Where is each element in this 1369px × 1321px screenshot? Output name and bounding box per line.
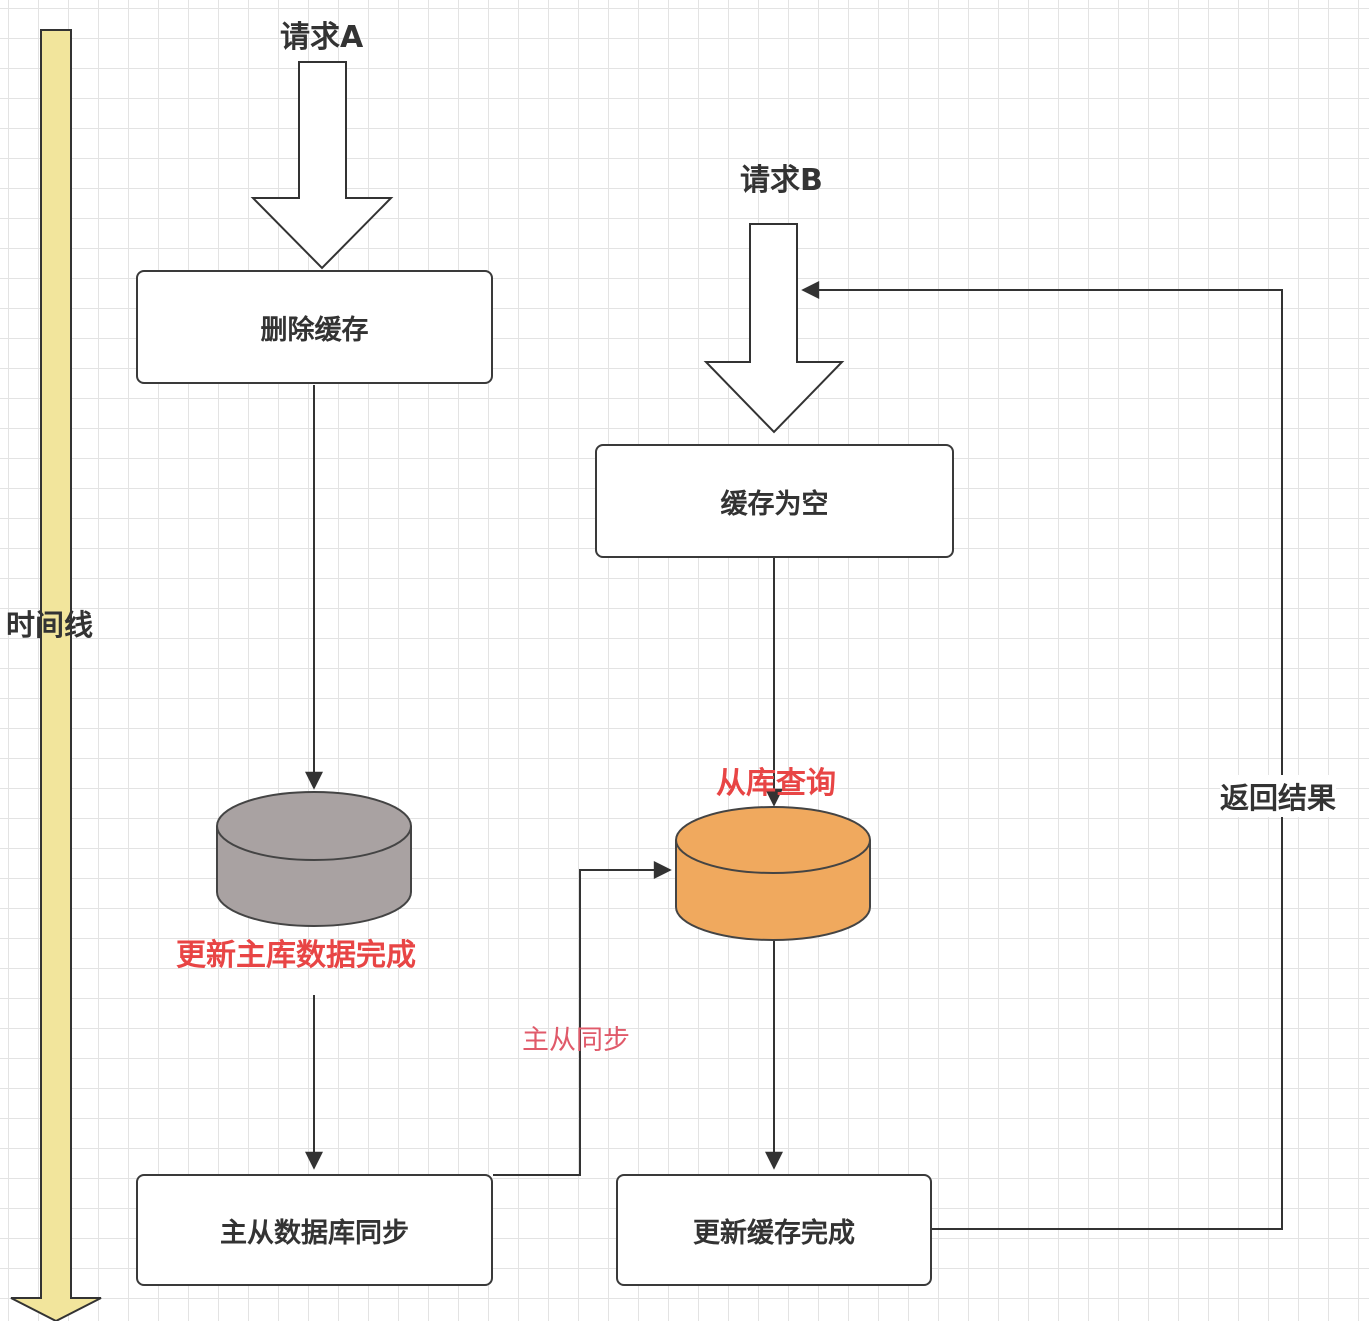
master-slave-db-sync-box: 主从数据库同步 bbox=[136, 1174, 493, 1286]
slave-db-label: 从库查询 bbox=[716, 766, 836, 801]
update-cache-done-box: 更新缓存完成 bbox=[616, 1174, 932, 1286]
request-a-label: 请求A bbox=[280, 20, 364, 55]
master-database-cylinder bbox=[216, 791, 412, 927]
master-slave-sync-connector bbox=[493, 861, 672, 1176]
timeline-label: 时间线 bbox=[6, 608, 94, 642]
request-b-label: 请求B bbox=[740, 163, 823, 198]
master-db-label: 更新主库数据完成 bbox=[176, 938, 416, 973]
request-b-arrow bbox=[703, 223, 845, 434]
slave-database-cylinder bbox=[675, 806, 871, 941]
request-a-arrow bbox=[250, 61, 394, 270]
return-result-connector bbox=[801, 281, 1283, 1230]
master-slave-sync-label: 主从同步 bbox=[522, 1025, 630, 1056]
return-result-label: 返回结果 bbox=[1220, 775, 1337, 817]
delete-cache-box: 删除缓存 bbox=[136, 270, 493, 384]
cache-empty-box: 缓存为空 bbox=[595, 444, 954, 558]
timeline-arrow bbox=[10, 29, 102, 1321]
